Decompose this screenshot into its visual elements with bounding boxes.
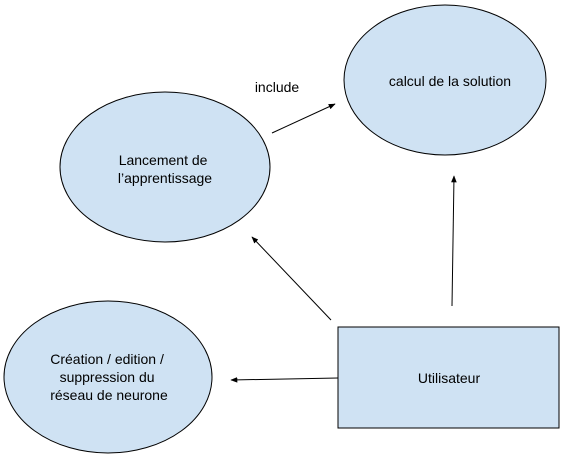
actor-utilisateur-label: Utilisateur: [418, 370, 481, 386]
arrow-utilisateur-to-creation: [230, 377, 339, 383]
use-case-lancement-label-line: l’apprentissage: [118, 170, 212, 186]
use-case-creation-label-line: suppression du: [60, 369, 155, 385]
use-case-creation-label-line: Création / edition /: [50, 351, 164, 367]
actor-utilisateur-label-line: Utilisateur: [418, 370, 481, 386]
use-case-lancement-label-line: Lancement de: [119, 152, 208, 168]
use-case-lancement-label: Lancement de l’apprentissage: [118, 152, 212, 186]
use-case-creation-label: Création / edition / suppression du rése…: [50, 351, 168, 403]
use-case-calcul-label-line: calcul de la solution: [389, 73, 511, 89]
use-case-calcul-de-la-solution[interactable]: [343, 4, 547, 156]
actor-utilisateur-box[interactable]: [337, 326, 560, 429]
use-case-creation-label-line: réseau de neurone: [50, 387, 168, 403]
arrow-utilisateur-to-lancement: [251, 236, 332, 321]
use-case-creation-reseau[interactable]: [3, 300, 213, 454]
edge-label-include: include: [255, 79, 300, 95]
arrow-utilisateur-to-calcul: [451, 175, 457, 307]
use-case-calcul-label: calcul de la solution: [389, 73, 511, 89]
use-case-lancement-apprentissage[interactable]: [59, 91, 271, 243]
arrow-lancement-to-calcul: [271, 103, 336, 134]
